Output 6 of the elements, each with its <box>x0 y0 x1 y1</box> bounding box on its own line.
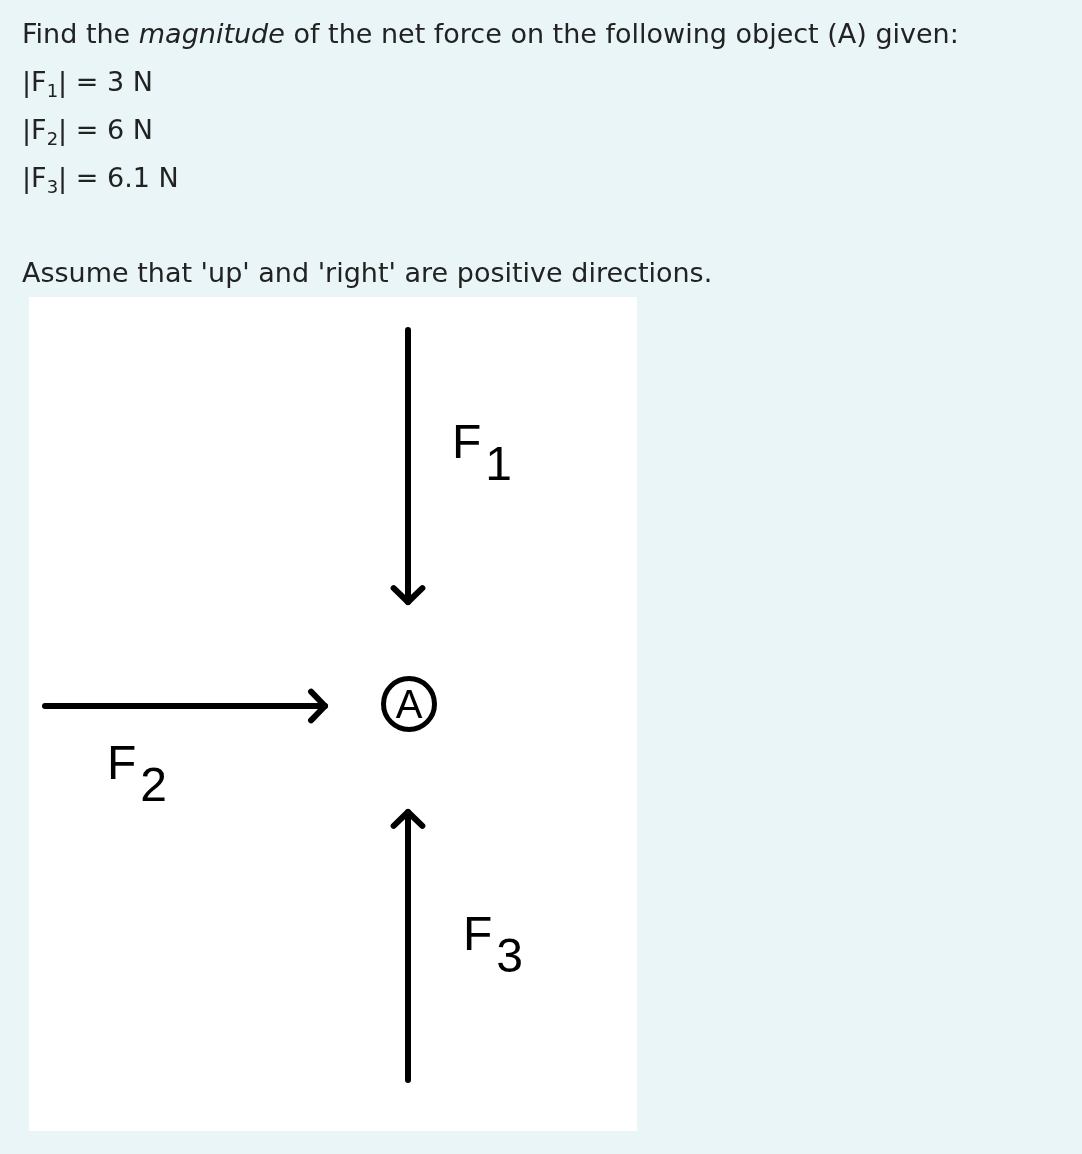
object-label: A <box>395 681 423 727</box>
question-text: Find the magnitude of the net force on the following object (A) given: <box>22 17 959 51</box>
given-value: |F$_{3}$| = 6.1 N <box>22 161 179 200</box>
instruction-text: Assume that 'up' and 'right' are positive directions. <box>22 256 713 290</box>
given-value: |F$_{1}$| = 3 N <box>22 65 153 104</box>
given-value: |F$_{2}$| = 6 N <box>22 113 153 152</box>
